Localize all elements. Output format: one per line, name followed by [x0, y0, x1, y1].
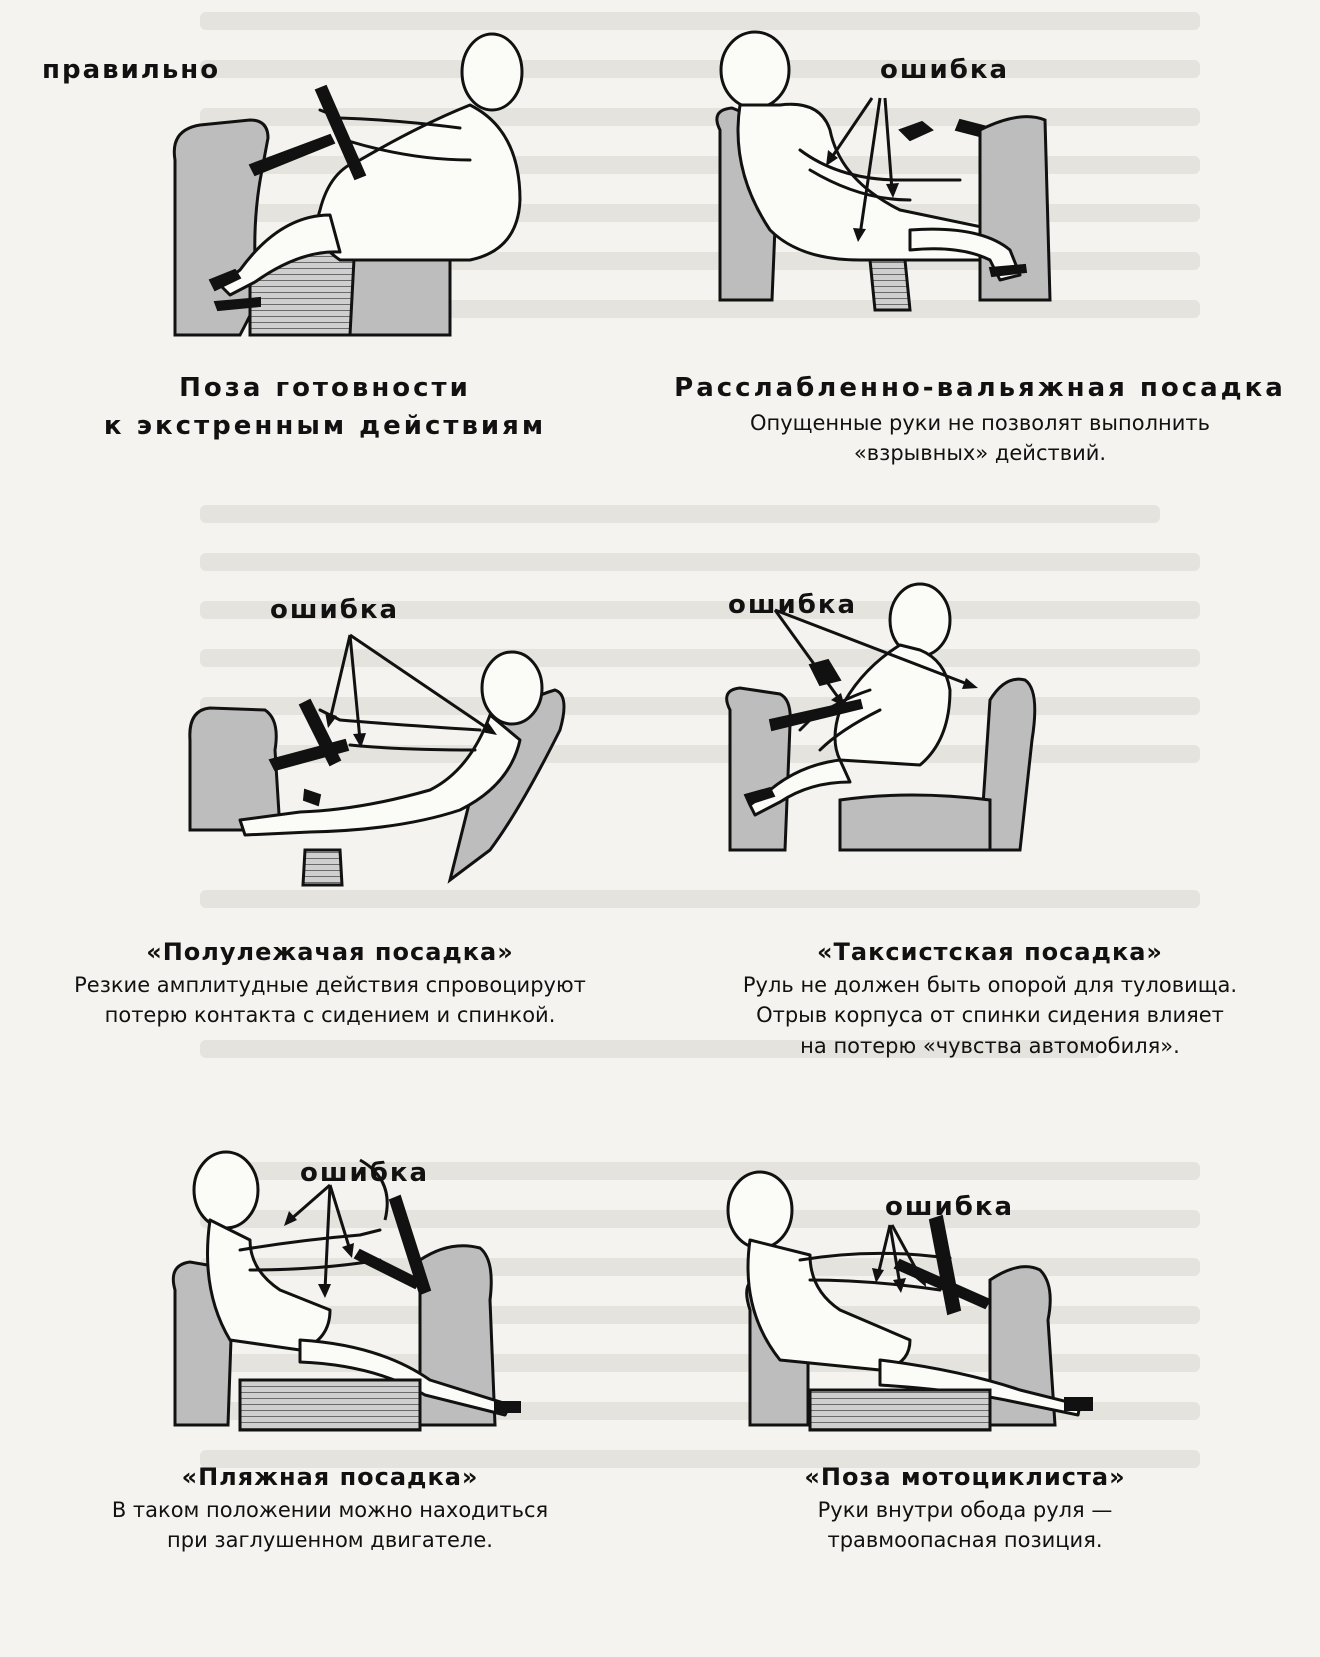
caption-desc-line: «взрывных» действий. — [853, 441, 1107, 466]
panel-relaxed-posture: ошибка Расслабленно-вальяжная посадка Оп… — [660, 0, 1320, 480]
caption-desc-line: травмоопасная позиция. — [827, 1528, 1103, 1553]
caption-title-line: Поза готовности — [179, 373, 471, 403]
semi-reclined-illustration — [188, 633, 566, 887]
caption-title-line: «Пляжная посадка» — [181, 1463, 479, 1491]
caption-title-line: Расслабленно-вальяжная посадка — [674, 373, 1286, 403]
marker-error: ошибка — [880, 55, 1010, 85]
caption-desc-line: потерю контакта с сидением и спинкой. — [104, 1003, 556, 1028]
caption-beach-posture: «Пляжная посадка» В таком положении можн… — [0, 1460, 660, 1556]
caption-desc-line: Руки внутри обода руля — — [817, 1497, 1113, 1522]
caption-title-line: «Полулежачая посадка» — [146, 938, 514, 966]
caption-desc-line: Резкие амплитудные действия спровоцируют — [74, 972, 586, 997]
caption-motorcyclist-posture: «Поза мотоциклиста» Руки внутри обода ру… — [635, 1460, 1295, 1556]
caption-desc-line: на потерю «чувства автомобиля». — [800, 1033, 1180, 1058]
caption-taxi-posture: «Таксистская посадка» Руль не должен быт… — [660, 935, 1320, 1061]
caption-title-line: «Поза мотоциклиста» — [804, 1463, 1126, 1491]
caption-desc-line: В таком положении можно находиться — [111, 1497, 549, 1522]
panel-taxi-posture: ошибка «Таксистская посадка» Руль не дол… — [660, 560, 1320, 1080]
caption-desc-line: при заглушенном двигателе. — [167, 1528, 493, 1553]
caption-title-line: к экстренным действиям — [103, 410, 547, 441]
correct-posture-illustration — [172, 32, 524, 337]
panel-semi-reclined-posture: ошибка «Полулежачая посадка» Резкие ампл… — [0, 560, 660, 1040]
caption-title-line: «Таксистская посадка» — [817, 938, 1163, 966]
panel-correct-posture: правильно Поза готовности к экстренным д… — [0, 0, 660, 460]
taxi-posture-illustration — [725, 582, 1037, 852]
motorcyclist-illustration — [726, 1170, 1093, 1432]
panel-beach-posture: ошибка «Пляжная посадка» В таком положен… — [0, 1140, 660, 1657]
marker-error: ошибка — [270, 595, 400, 625]
caption-semi-reclined-posture: «Полулежачая посадка» Резкие амплитудные… — [0, 935, 660, 1031]
relaxed-posture-illustration — [715, 30, 1052, 312]
beach-posture-illustration — [171, 1150, 521, 1432]
caption-correct-posture: Поза готовности к экстренным действиям — [100, 370, 550, 445]
caption-desc-line: Руль не должен быть опорой для туловища. — [742, 972, 1238, 997]
marker-error: ошибка — [885, 1192, 1015, 1222]
panel-motorcyclist-posture: ошибка «Поза мотоциклиста» Руки внутри о… — [660, 1140, 1320, 1657]
caption-desc-line: Опущенные руки не позволят выполнить — [750, 410, 1210, 435]
marker-correct: правильно — [42, 55, 221, 85]
caption-relaxed-posture: Расслабленно-вальяжная посадка Опущенные… — [650, 370, 1310, 469]
caption-desc-line: Отрыв корпуса от спинки сидения влияет — [756, 1003, 1224, 1028]
